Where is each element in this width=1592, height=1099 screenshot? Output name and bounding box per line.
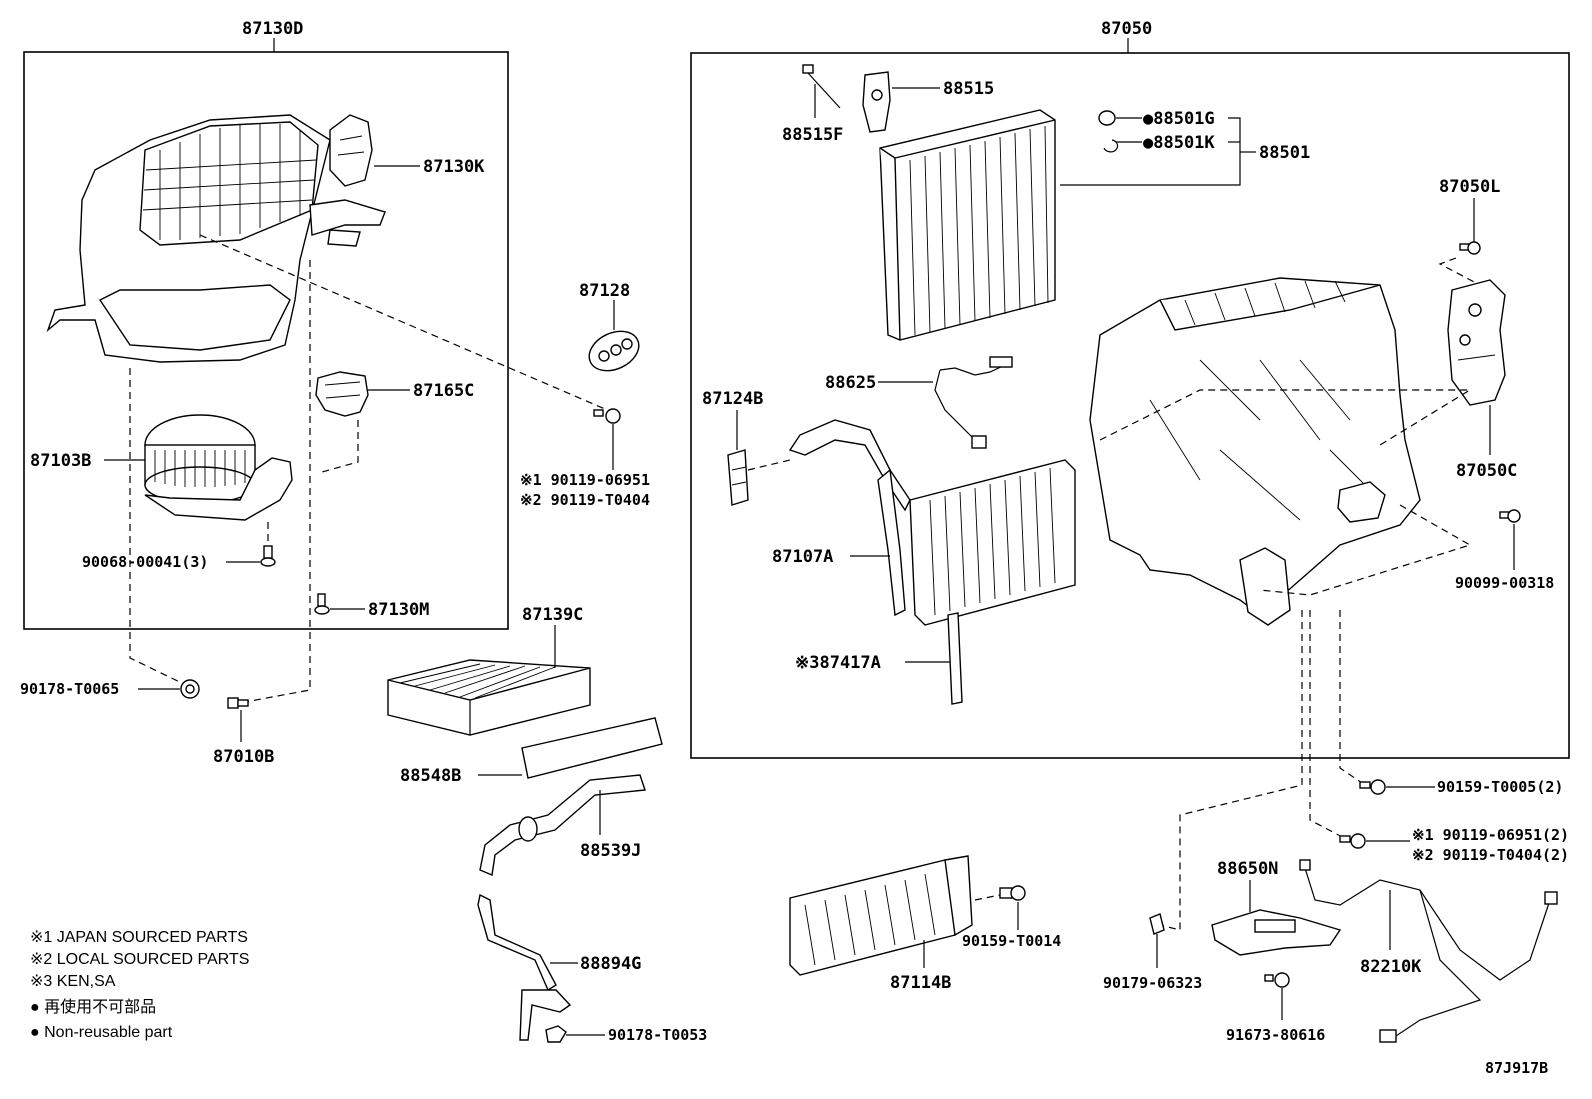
bracket-88501: 88501 [1060,117,1310,186]
part-90178-T0065: 90178-T0065 [20,679,200,699]
label-87107A: 87107A [772,547,833,567]
leader-housing-top [1099,389,1473,446]
label-87050C: 87050C [1456,461,1517,481]
label-87165C: 87165C [413,381,474,401]
leader-87128-screw [199,234,613,413]
part-90099-00318: 90099-00318 [1455,509,1554,592]
part-87010B: 87010B [213,697,274,767]
label-87130K: 87130K [423,157,485,177]
label-88501K: ●88501K [1143,133,1215,153]
group-box-right: 87050 [690,19,1570,759]
label-90159-T0014: 90159-T0014 [962,932,1061,950]
legend-line-2: ※2 LOCAL SOURCED PARTS [30,951,249,968]
label-88625: 88625 [825,373,876,393]
part-88539J: 88539J [479,774,646,876]
leader-housing-bottom [1259,504,1472,596]
label-87417A: ※387417A [795,653,881,673]
part-87050L: 87050L [1439,177,1500,255]
label-90068-00041: 90068-00041(3) [82,553,208,571]
group-label-87050: 87050 [1101,19,1152,39]
label-88650N: 88650N [1217,859,1278,879]
label-90178-T0053: 90178-T0053 [608,1026,707,1044]
part-87128: 87128 [579,281,640,372]
label-87010B: 87010B [213,747,274,767]
label-87050L: 87050L [1439,177,1500,197]
part-87103B: 87103B [30,414,293,521]
label-90178-T0065: 90178-T0065 [20,680,119,698]
leader-90119-right [1309,610,1349,841]
label-88501: 88501 [1259,143,1310,163]
part-90179-06323: 90179-06323 [1103,913,1202,992]
label-88548B: 88548B [400,766,461,786]
part-90068-00041: 90068-00041(3) [82,522,276,571]
label-82210K: 82210K [1360,957,1422,977]
part-82210K: 82210K [1299,859,1558,1043]
label-88539J: 88539J [580,841,641,861]
label-90099-00318: 90099-00318 [1455,574,1554,592]
label-90119-T0404-2: ※2 90119-T0404(2) [1412,846,1569,864]
part-88501G: ●88501G [1098,109,1215,129]
leader-90178-T0065 [129,368,189,687]
part-87139C: 87139C [387,605,591,736]
label-91673-80616: 91673-80616 [1226,1026,1325,1044]
part-88650N: 88650N [1211,859,1342,956]
part-87417A: ※387417A [795,612,963,705]
group-label-87130D: 87130D [242,19,303,39]
part-90159-T0005: 90159-T0005(2) [1359,778,1563,796]
part-88548B: 88548B [400,717,663,786]
legend-line-3: ※3 KEN,SA [30,973,116,990]
part-87165C: 87165C [315,371,474,417]
leader-90159-T0005 [1339,610,1366,786]
part-87050C: 87050C [1447,279,1517,481]
part-90178-T0053: 90178-T0053 [545,1025,707,1044]
blower-case-drawing [46,114,386,363]
label-90159-T0005: 90159-T0005(2) [1437,778,1563,796]
legend-line-5: ● Non-reusable part [30,1024,173,1041]
label-87103B: 87103B [30,451,91,471]
legend-line-1: ※1 JAPAN SOURCED PARTS [30,929,248,946]
part-87130K: 87130K [329,114,485,187]
hvac-housing-drawing [1089,277,1421,626]
leader-90179-06323 [1159,610,1303,931]
part-91673-80616: 91673-80616 [1226,972,1325,1044]
part-87107A: 87107A [772,419,1076,626]
label-88501G: ●88501G [1143,109,1215,129]
leader-87124B [747,459,791,471]
label-90119-06951: ※1 90119-06951 [520,471,650,489]
part-88625: 88625 [825,356,1013,449]
part-87114B: 87114B [789,855,973,993]
part-88501-evaporator [879,109,1056,341]
label-90119-T0404: ※2 90119-T0404 [520,491,650,509]
part-90119-06951: ※1 90119-06951 ※2 90119-T0404 [520,408,650,509]
label-88894G: 88894G [580,954,641,974]
label-90179-06323: 90179-06323 [1103,974,1202,992]
label-87124B: 87124B [702,389,763,409]
label-87130M: 87130M [368,600,429,620]
label-87139C: 87139C [522,605,583,625]
label-88515F: 88515F [782,125,843,145]
leader-87165C [321,420,359,473]
legend-line-4: ● 再使用不可部品 [30,998,156,1016]
label-87128: 87128 [579,281,630,301]
part-88501K: ●88501K [1103,133,1215,153]
leader-87010B [244,260,311,703]
label-90119-06951-2: ※1 90119-06951(2) [1412,826,1569,844]
part-90119-right: ※1 90119-06951(2) ※2 90119-T0404(2) [1339,826,1569,864]
part-88894G: 88894G [477,893,641,1041]
group-box-left: 87130D [23,19,509,630]
part-87130M: 87130M [314,593,429,620]
label-88515: 88515 [943,79,994,99]
part-90159-T0014: 90159-T0014 [962,885,1061,950]
legend: ※1 JAPAN SOURCED PARTS ※2 LOCAL SOURCED … [30,929,249,1041]
diagram-code: 87J917B [1485,1059,1548,1077]
part-88515: 88515 [862,71,994,133]
leader-87050L [1438,257,1479,285]
part-88515F: 88515F [782,64,843,145]
part-87124B: 87124B [702,389,763,506]
label-87114B: 87114B [890,973,951,993]
